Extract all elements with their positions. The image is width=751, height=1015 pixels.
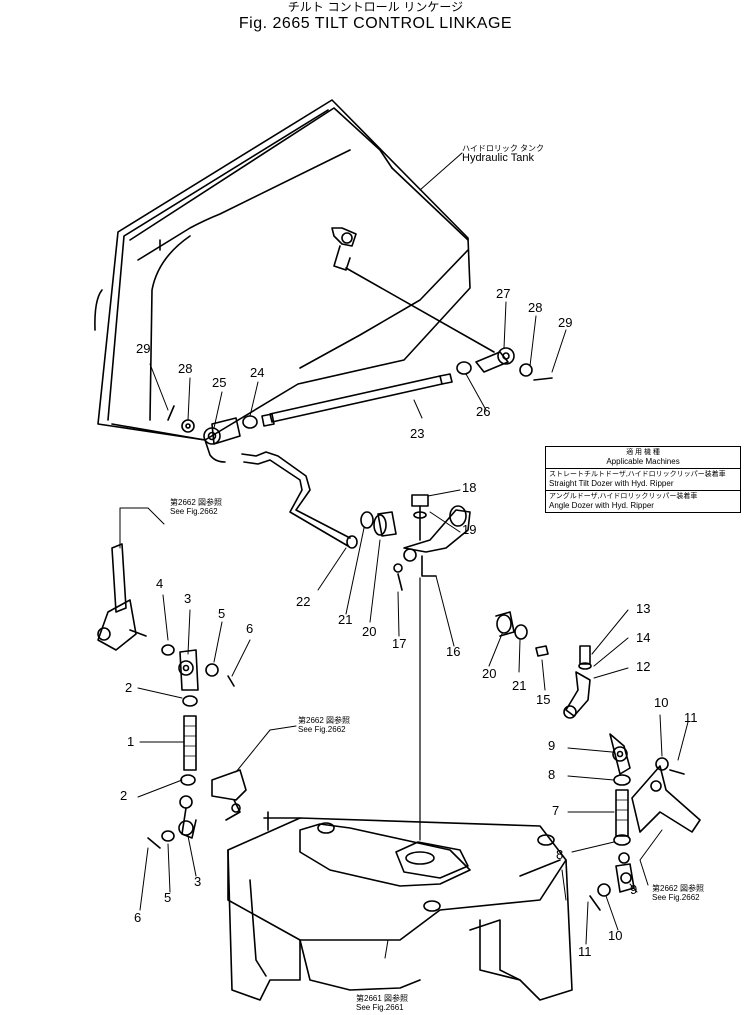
part-number: 18 xyxy=(462,480,477,495)
crank-rod xyxy=(241,451,358,549)
tank-lever-and-rod xyxy=(331,227,495,353)
left-linkage xyxy=(97,543,247,849)
part-number: 11 xyxy=(684,710,698,725)
part-number: 14 xyxy=(636,630,651,645)
main-frame xyxy=(227,811,573,1001)
part-number: 6 xyxy=(246,621,254,636)
tie-rod-assembly xyxy=(167,347,553,445)
figure-reference-jp: 第2662 図参照 xyxy=(170,498,223,507)
machine-en: Angle Dozer with Hyd. Ripper xyxy=(549,501,654,510)
part-number: 9 xyxy=(630,882,638,897)
figure-reference-jp: 第2662 図参照 xyxy=(652,884,705,893)
part-number: 7 xyxy=(552,803,560,818)
machine-jp: アングルドーザ,ハイドロリックリッパー装着車 xyxy=(549,493,698,500)
figure-reference-en: See Fig.2662 xyxy=(652,893,700,902)
part-number: 19 xyxy=(462,522,477,537)
figure-reference-jp: 第2661 図参照 xyxy=(356,994,409,1003)
part-number: 13 xyxy=(636,601,651,616)
part-number: 15 xyxy=(536,692,551,707)
figure-reference-jp: 第2662 図参照 xyxy=(298,716,351,725)
part-number: 10 xyxy=(654,695,669,710)
part-number: 27 xyxy=(496,286,511,301)
part-number: 20 xyxy=(362,624,377,639)
right-linkage xyxy=(495,611,701,911)
applicable-machines-header: 適 用 機 種 Applicable Machines xyxy=(546,447,740,469)
machine-en: Straight Tilt Dozer with Hyd. Ripper xyxy=(549,479,674,488)
part-number: 6 xyxy=(134,910,142,925)
part-number: 9 xyxy=(548,738,556,753)
part-number: 2 xyxy=(125,680,133,695)
hydraulic-tank-drawing xyxy=(94,99,471,463)
part-number: 25 xyxy=(212,375,227,390)
hydraulic-tank-label-en: Hydraulic Tank xyxy=(462,152,534,164)
part-number: 21 xyxy=(338,612,353,627)
part-number: 16 xyxy=(446,644,461,659)
figure-title-japanese: チルト コントロール リンケージ xyxy=(287,0,464,14)
part-number: 29 xyxy=(136,341,151,356)
applicable-machines-table: 適 用 機 種 Applicable Machines ストレートチルトドーザ,… xyxy=(545,446,741,513)
part-number: 2 xyxy=(120,788,128,803)
part-number: 3 xyxy=(194,874,202,889)
figure-reference: 第2661 図参照 See Fig.2661 xyxy=(356,994,408,1013)
part-number: 21 xyxy=(512,678,527,693)
figure-reference-en: See Fig.2661 xyxy=(356,1003,404,1012)
part-number: 20 xyxy=(482,666,497,681)
part-number: 10 xyxy=(608,928,623,943)
figure-reference-en: See Fig.2662 xyxy=(170,507,218,516)
part-number: 8 xyxy=(548,767,556,782)
part-number: 17 xyxy=(392,636,407,651)
part-number: 26 xyxy=(476,404,491,419)
part-number: 3 xyxy=(184,591,192,606)
hydraulic-tank-label: ハイドロリック タンク Hydraulic Tank xyxy=(462,144,545,164)
figure-reference: 第2662 図参照 See Fig.2662 xyxy=(170,498,222,517)
part-number: 1 xyxy=(127,734,135,749)
part-number: 28 xyxy=(178,361,193,376)
figure-reference: 第2662 図参照 See Fig.2662 xyxy=(298,716,350,735)
applicable-machines-header-en: Applicable Machines xyxy=(606,457,680,466)
leader-lines xyxy=(119,152,689,959)
part-number: 8 xyxy=(556,847,564,862)
figure-reference: 第2662 図参照 See Fig.2662 xyxy=(652,884,704,903)
part-number: 22 xyxy=(296,594,311,609)
hydraulic-tank-label-jp: ハイドロリック タンク xyxy=(462,144,545,153)
bushing-pair-upper xyxy=(360,511,397,537)
part-number: 24 xyxy=(250,365,265,380)
figure-reference-en: See Fig.2662 xyxy=(298,725,346,734)
applicable-machine-row: アングルドーザ,ハイドロリックリッパー装着車 Angle Dozer with … xyxy=(546,491,740,512)
applicable-machine-row: ストレートチルトドーザ,ハイドロリックリッパー装着車 Straight Tilt… xyxy=(546,469,740,491)
part-number: 23 xyxy=(410,426,425,441)
part-number: 5 xyxy=(218,606,226,621)
pivot-bracket xyxy=(393,494,471,841)
figure-title: Fig. 2665 TILT CONTROL LINKAGE xyxy=(238,15,513,32)
part-number: 28 xyxy=(528,300,543,315)
part-number: 5 xyxy=(164,890,172,905)
applicable-machines-header-jp: 適 用 機 種 xyxy=(626,449,660,456)
machine-jp: ストレートチルトドーザ,ハイドロリックリッパー装着車 xyxy=(549,471,726,478)
part-number: 29 xyxy=(558,315,573,330)
part-number: 4 xyxy=(156,576,164,591)
part-number: 11 xyxy=(578,944,592,959)
part-number: 12 xyxy=(636,659,651,674)
